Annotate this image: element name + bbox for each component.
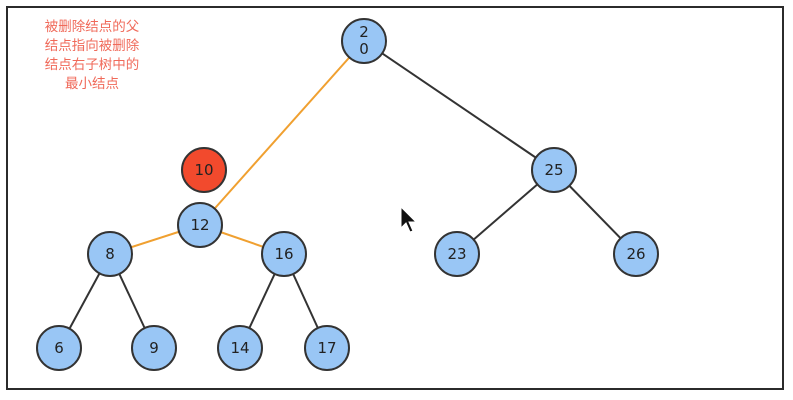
node-label: 26 — [626, 245, 645, 263]
node-label: 17 — [317, 339, 336, 357]
tree-node-n12: 12 — [177, 202, 223, 248]
tree-node-removed: 10 — [181, 147, 227, 193]
annotation-line-2: 结点指向被删除 — [44, 38, 140, 54]
annotation-line-4: 最小结点 — [65, 76, 119, 92]
node-label: 9 — [149, 339, 159, 357]
node-label: 16 — [274, 245, 293, 263]
tree-node-n16: 16 — [261, 231, 307, 277]
node-circle — [261, 231, 307, 277]
tree-node-n25: 25 — [531, 147, 577, 193]
edge-root-n12-highlighted — [199, 40, 365, 226]
tree-node-n8: 8 — [87, 231, 133, 277]
node-label: 10 — [194, 161, 213, 179]
node-label: 23 — [447, 245, 466, 263]
nodes-layer: 20 10 12 25 8 16 23 26 6 9 14 17 — [36, 18, 659, 371]
tree-node-n17: 17 — [304, 325, 350, 371]
node-circle — [531, 147, 577, 193]
edge-root-n25 — [363, 40, 555, 171]
node-circle — [304, 325, 350, 371]
node-circle — [36, 325, 82, 371]
node-circle — [181, 147, 227, 193]
tree-node-root: 20 — [341, 18, 387, 64]
node-label: 6 — [54, 339, 64, 357]
annotation-line-3: 结点右子树中的 — [44, 57, 140, 73]
node-circle — [613, 231, 659, 277]
node-circle — [131, 325, 177, 371]
node-circle — [177, 202, 223, 248]
annotation-note: 被删除结点的父 结点指向被删除 结点右子树中的 最小结点 — [22, 18, 162, 94]
diagram-frame — [6, 6, 784, 390]
node-label: 12 — [190, 216, 209, 234]
edges-layer — [58, 40, 637, 349]
node-circle — [87, 231, 133, 277]
node-label: 25 — [544, 161, 563, 179]
tree-node-n23: 23 — [434, 231, 480, 277]
tree-node-n9: 9 — [131, 325, 177, 371]
node-label: 8 — [105, 245, 115, 263]
node-circle — [341, 18, 387, 64]
node-label: 14 — [230, 339, 249, 357]
node-label-char: 2 — [359, 23, 369, 41]
tree-node-n26: 26 — [613, 231, 659, 277]
tree-node-n6: 6 — [36, 325, 82, 371]
node-circle — [434, 231, 480, 277]
node-circle — [217, 325, 263, 371]
node-label-char: 0 — [359, 40, 369, 58]
arrow-cursor-icon — [400, 205, 418, 233]
tree-node-n14: 14 — [217, 325, 263, 371]
annotation-line-1: 被删除结点的父 — [44, 19, 140, 35]
